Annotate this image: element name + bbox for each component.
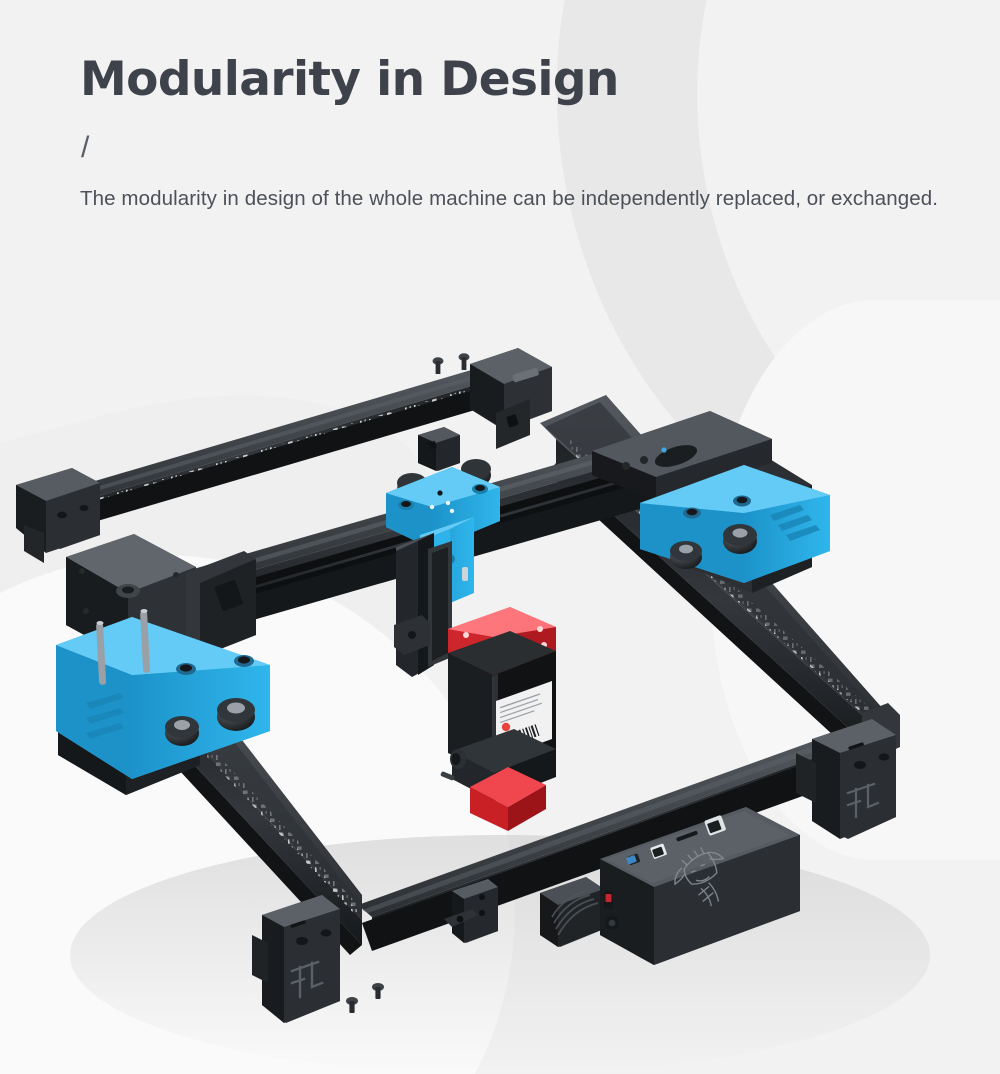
left-carriage xyxy=(56,534,270,795)
stepper-motor-rear xyxy=(470,348,552,449)
corner-bracket-r xyxy=(796,719,896,839)
guide-pins xyxy=(96,609,151,685)
laser-module: DANGER xyxy=(440,607,556,831)
page-subtitle: The modularity in design of the whole ma… xyxy=(80,187,939,211)
control-box-ports xyxy=(626,815,726,866)
carriage-rollers xyxy=(165,698,255,746)
corner-bracket-rl xyxy=(16,468,100,563)
rear-y-rail xyxy=(24,368,492,539)
page-title: Modularity in Design xyxy=(80,52,619,107)
right-carriage xyxy=(592,411,830,593)
slash-divider: / xyxy=(81,131,90,165)
page-header: Modularity in Design / The modularity in… xyxy=(80,52,950,218)
product-illustration: DANGER xyxy=(0,335,1000,1074)
tt-logo-engraving xyxy=(846,782,880,819)
carriage-rollers xyxy=(670,524,757,569)
bull-head-logo xyxy=(674,847,725,907)
z-linear-slide xyxy=(394,533,452,677)
control-box xyxy=(600,807,800,965)
tt-logo-engraving xyxy=(290,960,324,999)
corner-bracket-fl xyxy=(252,895,340,1023)
product-svg: DANGER xyxy=(16,348,930,1074)
idler-pulley xyxy=(540,877,604,947)
screws xyxy=(346,983,384,1013)
angle-bracket xyxy=(444,879,498,943)
